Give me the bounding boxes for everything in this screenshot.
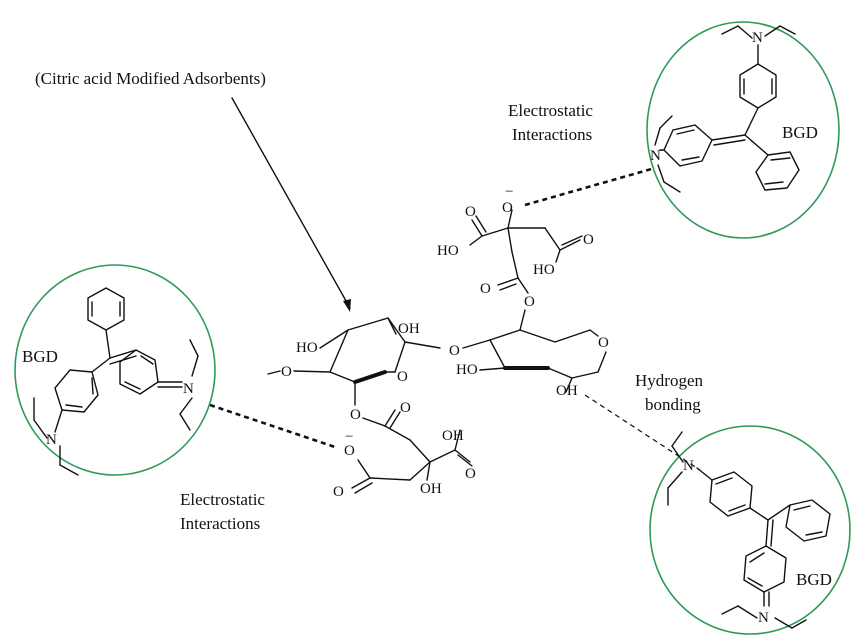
hydroxyl-left-top: OH bbox=[398, 321, 420, 337]
dye-bottom-right: BGD N N bbox=[649, 425, 851, 635]
nitrogen-left: N bbox=[46, 432, 57, 448]
electrostatic-bottom-label-1: Electrostatic bbox=[180, 490, 265, 509]
hydrogen-label-2: bonding bbox=[645, 395, 701, 414]
dye-left: BGD N N bbox=[14, 264, 216, 476]
adsorbent-arrow bbox=[231, 97, 351, 312]
alkoxide-oxygen: O bbox=[502, 200, 513, 216]
dye-ring-left bbox=[14, 264, 216, 476]
ester-oxygen-right: O bbox=[524, 294, 535, 310]
ring-oxygen-left: O bbox=[397, 369, 408, 385]
hydroxyl-bottom: OH bbox=[420, 481, 442, 497]
hydroxyl-right-ring: HO bbox=[456, 362, 478, 378]
adsorbent-structure: O OH HO O O O O OH O OH bbox=[267, 184, 609, 500]
nitrogen-bottom: N bbox=[758, 610, 769, 626]
carboxylate-oxygen: O bbox=[344, 443, 355, 459]
carboxylate-charge: − bbox=[345, 429, 353, 445]
adsorbent-label: (Citric acid Modified Adsorbents) bbox=[35, 69, 266, 88]
carbonyl-oxygen-top-right: O bbox=[583, 232, 594, 248]
carbonyl-oxygen-top: O bbox=[465, 204, 476, 220]
carbonyl-oxygen-bottom: O bbox=[465, 466, 476, 482]
nitrogen-left-quinoid: N bbox=[183, 381, 194, 397]
carboxyl-oh-bottom: OH bbox=[442, 428, 464, 444]
hydrogen-label-1: Hydrogen bbox=[635, 371, 703, 390]
hydroxyl-left: HO bbox=[296, 340, 318, 356]
nitrogen-bottom-top: N bbox=[683, 458, 694, 474]
electrostatic-top-label-1: Electrostatic bbox=[508, 101, 593, 120]
dye-ring-top-right bbox=[646, 21, 840, 239]
electrostatic-bottom-label-2: Interactions bbox=[180, 514, 260, 533]
nitrogen-top-right: N bbox=[650, 148, 661, 164]
carbonyl-oxygen-left: O bbox=[400, 400, 411, 416]
dye-label-left: BGD bbox=[22, 347, 58, 366]
dye-label-bottom-right: BGD bbox=[796, 570, 832, 589]
nitrogen-top: N bbox=[752, 30, 763, 46]
dye-top-right: BGD N N bbox=[646, 21, 840, 239]
oxygen-chain-left: O bbox=[281, 364, 292, 380]
ring-oxygen-right: O bbox=[598, 335, 609, 351]
hydroxyl-right-bottom: OH bbox=[556, 383, 578, 399]
ester-oxygen-left: O bbox=[350, 407, 361, 423]
electrostatic-top-label-2: Interactions bbox=[512, 125, 592, 144]
dye-label-top-right: BGD bbox=[782, 123, 818, 142]
carbonyl-oxygen-bottom-left: O bbox=[333, 484, 344, 500]
glycosidic-oxygen: O bbox=[449, 343, 460, 359]
electrostatic-line-top bbox=[524, 166, 656, 207]
electrostatic-line-left bbox=[209, 403, 339, 450]
carboxyl-oh-top: HO bbox=[437, 243, 459, 259]
dye-ring-bottom-right bbox=[649, 425, 851, 635]
carboxyl-oh-right: HO bbox=[533, 262, 555, 278]
hydrogen-bond-line bbox=[584, 394, 701, 471]
carbonyl-oxygen-right: O bbox=[480, 281, 491, 297]
alkoxide-charge: − bbox=[505, 184, 513, 200]
